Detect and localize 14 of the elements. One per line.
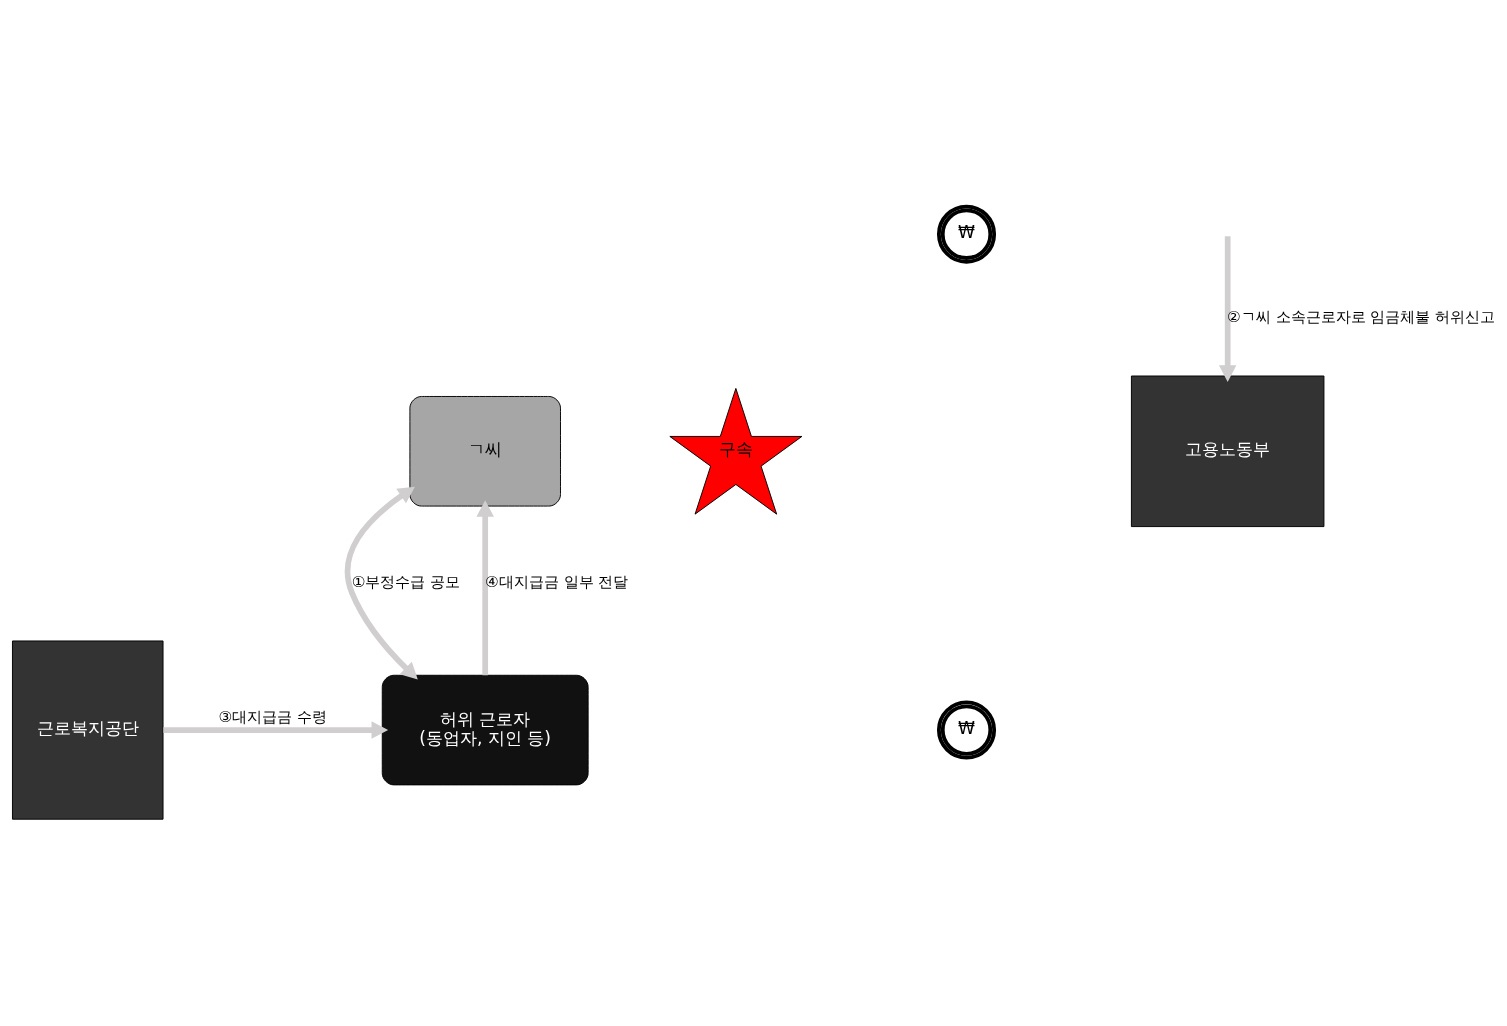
node-box: 근로복지공단	[11, 640, 164, 820]
edge-label: ②ㄱ씨 소속근로자로 임금체불 허위신고	[1227, 308, 1496, 327]
node-circle: ₩	[936, 700, 997, 760]
arrow	[344, 486, 418, 680]
node-box: ㄱ씨	[409, 396, 561, 507]
node-circle: ₩	[936, 204, 997, 264]
arrow	[163, 721, 389, 739]
edge-label: ④대지급금 일부 전달	[485, 573, 629, 592]
arrow	[476, 500, 494, 676]
edge-label: ③대지급금 수령	[218, 708, 327, 727]
node-box: 고용노동부	[1130, 375, 1325, 528]
node-box: 허위 근로자 (동업자, 지인 등)	[381, 674, 589, 786]
edge-label: ①부정수급 공모	[351, 573, 461, 592]
arrow	[1218, 236, 1237, 382]
